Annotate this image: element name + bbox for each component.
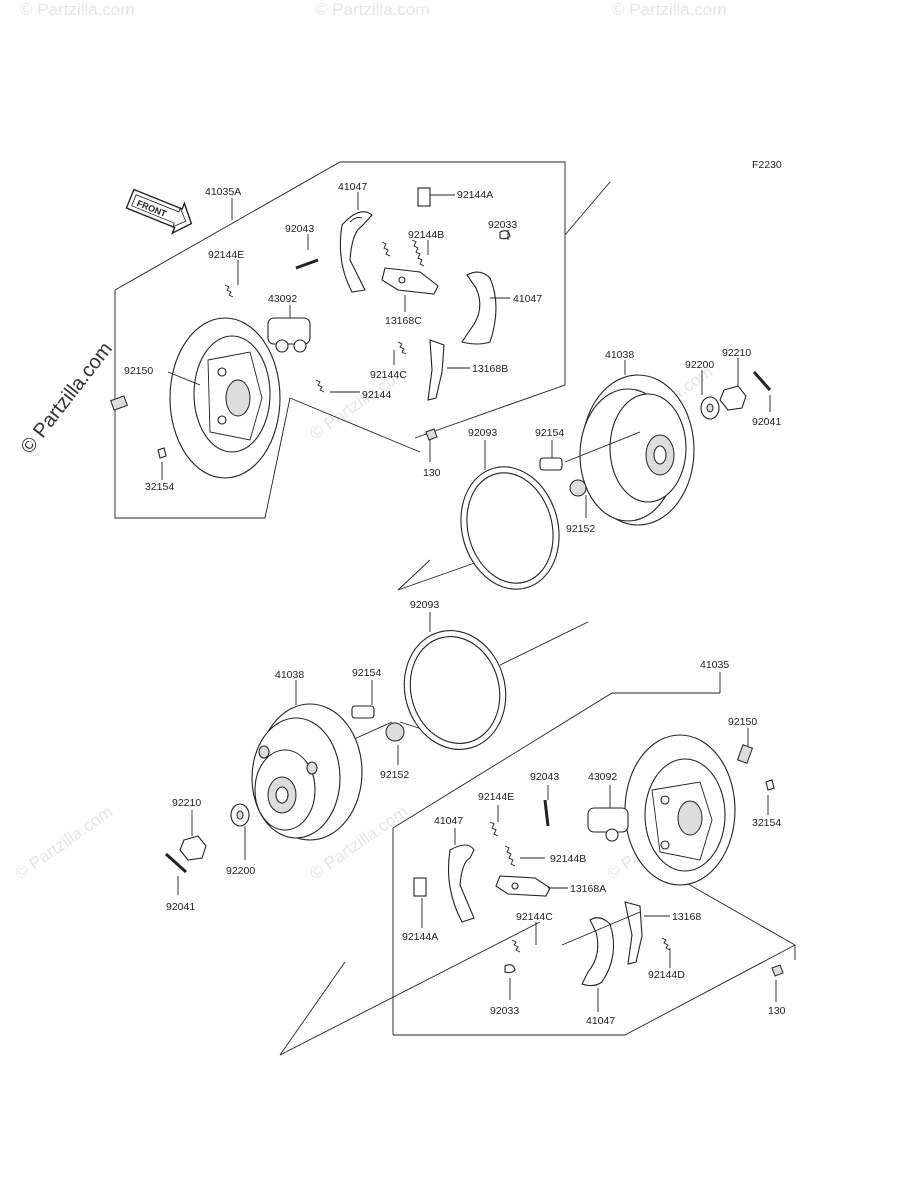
label-92144B: 92144B bbox=[408, 229, 444, 241]
label-43092-lower: 43092 bbox=[588, 771, 617, 783]
upper-lever-b bbox=[427, 339, 445, 401]
label-92152: 92152 bbox=[566, 523, 595, 535]
upper-brake-drum bbox=[579, 374, 695, 526]
label-92033: 92033 bbox=[488, 219, 517, 231]
label-13168C: 13168C bbox=[385, 315, 422, 327]
lower-adjust-lever bbox=[495, 875, 551, 897]
label-43092: 43092 bbox=[268, 293, 297, 305]
label-41047-lower: 41047 bbox=[434, 815, 463, 827]
label-92144D-lower: 92144D bbox=[648, 969, 685, 981]
label-92154: 92154 bbox=[535, 427, 564, 439]
lower-small-parts bbox=[413, 744, 784, 977]
label-130-lower: 130 bbox=[768, 1005, 786, 1017]
label-41047-lower-2: 41047 bbox=[586, 1015, 615, 1027]
upper-brake-shoe-right bbox=[461, 271, 497, 345]
label-130: 130 bbox=[423, 467, 441, 479]
label-41047-shoe-right: 41047 bbox=[513, 293, 542, 305]
upper-stud-bushing bbox=[539, 457, 587, 497]
upper-wheel-cylinder bbox=[267, 317, 311, 353]
label-92144E-lower: 92144E bbox=[478, 791, 514, 803]
front-arrow-icon: FRONT bbox=[125, 188, 193, 235]
lower-backing-plate bbox=[624, 734, 736, 886]
label-41047-shoe: 41047 bbox=[338, 181, 367, 193]
upper-brake-shoe-left bbox=[339, 211, 373, 293]
label-92043: 92043 bbox=[285, 223, 314, 235]
label-92200-lower: 92200 bbox=[226, 865, 255, 877]
watermark-tile: © Partzilla.com bbox=[11, 802, 116, 883]
label-41035A: 41035A bbox=[205, 186, 241, 198]
label-41038-lower: 41038 bbox=[275, 669, 304, 681]
lower-brake-shoe-left bbox=[447, 844, 475, 923]
label-92043-lower: 92043 bbox=[530, 771, 559, 783]
label-92210-lower: 92210 bbox=[172, 797, 201, 809]
lower-leader-lines bbox=[177, 612, 777, 1012]
label-92093: 92093 bbox=[468, 427, 497, 439]
upper-backing-plate bbox=[169, 317, 281, 479]
upper-labels: 41035A 41047 92144A 92043 92144B 92033 9… bbox=[124, 181, 781, 535]
label-32154-lower: 32154 bbox=[752, 817, 781, 829]
watermark-tile: © Partzilla.com bbox=[612, 0, 727, 19]
label-92150: 92150 bbox=[124, 365, 153, 377]
lower-labels: 92093 41038 92154 41035 92150 92152 9204… bbox=[166, 599, 786, 1027]
lower-stud-bushing bbox=[351, 705, 405, 742]
lower-wheel-cylinder bbox=[587, 807, 629, 842]
label-92041-lower: 92041 bbox=[166, 901, 195, 913]
upper-adjust-lever bbox=[381, 267, 439, 295]
label-92144A: 92144A bbox=[457, 189, 493, 201]
lower-washer-nut bbox=[164, 803, 250, 874]
upper-small-parts bbox=[110, 187, 511, 459]
watermark-tile: © Partzilla.com bbox=[20, 0, 135, 19]
label-41038: 41038 bbox=[605, 349, 634, 361]
label-92152-lower: 92152 bbox=[380, 769, 409, 781]
label-92200: 92200 bbox=[685, 359, 714, 371]
watermark-side: © Partzilla.com bbox=[17, 338, 117, 458]
upper-leader-lines bbox=[161, 192, 771, 518]
label-13168A-lower: 13168A bbox=[570, 883, 606, 895]
label-92150-lower: 92150 bbox=[728, 716, 757, 728]
label-41035: 41035 bbox=[700, 659, 729, 671]
lower-assembly-frame bbox=[279, 682, 796, 1056]
watermark-tile: © Partzilla.com bbox=[315, 0, 430, 19]
label-92144C: 92144C bbox=[370, 369, 407, 381]
label-13168B: 13168B bbox=[472, 363, 508, 375]
label-13168-lower: 13168 bbox=[672, 911, 701, 923]
label-92041: 92041 bbox=[752, 416, 781, 428]
label-92144C-lower: 92144C bbox=[516, 911, 553, 923]
label-92144E: 92144E bbox=[208, 249, 244, 261]
label-32154: 32154 bbox=[145, 481, 174, 493]
label-92154-lower: 92154 bbox=[352, 667, 381, 679]
upper-washer-nut bbox=[700, 371, 772, 420]
label-92144A-lower: 92144A bbox=[402, 931, 438, 943]
label-92210: 92210 bbox=[722, 347, 751, 359]
lower-brake-drum bbox=[251, 703, 363, 841]
upper-seal-ring bbox=[460, 466, 560, 590]
label-92144B-lower: 92144B bbox=[550, 853, 586, 865]
figure-code: F2230 bbox=[752, 159, 782, 171]
label-92093-lower: 92093 bbox=[410, 599, 439, 611]
lower-brake-shoe-right bbox=[581, 917, 615, 987]
label-92033-lower: 92033 bbox=[490, 1005, 519, 1017]
label-92144: 92144 bbox=[362, 389, 391, 401]
lower-lever bbox=[624, 901, 643, 965]
lower-seal-ring bbox=[403, 630, 507, 750]
